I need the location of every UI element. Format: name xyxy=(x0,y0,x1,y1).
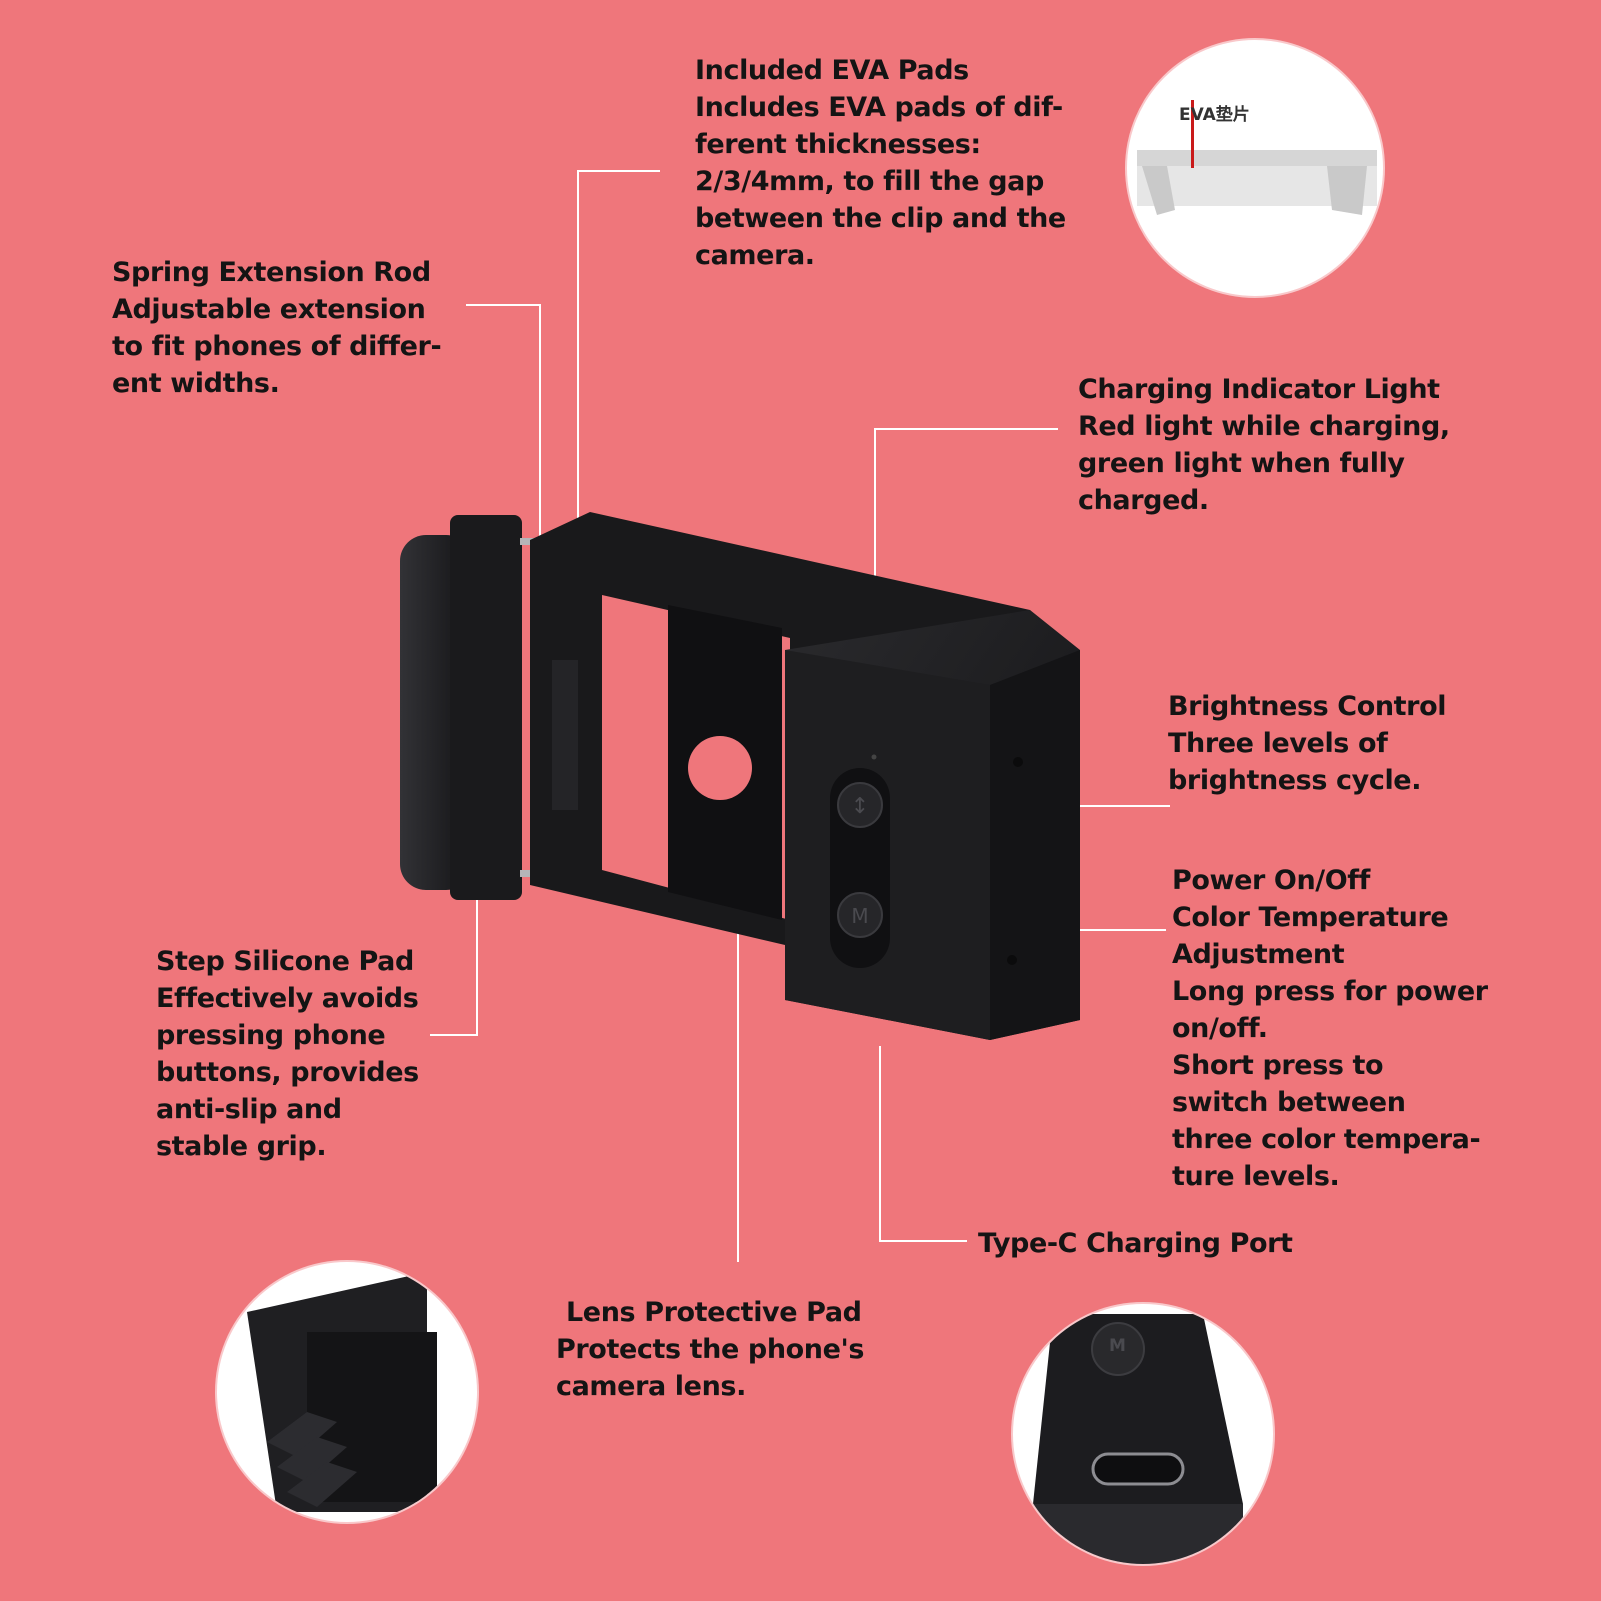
leader-steppad-vertical xyxy=(476,886,478,1036)
callout-step-pad: Step Silicone Pad Effectively avoids pre… xyxy=(156,943,419,1165)
step-silicone-pad-closeup-icon xyxy=(247,1272,437,1512)
callout-type-c: Type-C Charging Port xyxy=(978,1225,1293,1262)
eva-line-1: Includes EVA pads of dif- xyxy=(695,92,1063,123)
spring-line-3: ent widths. xyxy=(112,368,280,399)
eva-line-2: ferent thicknesses: xyxy=(695,129,981,160)
lens-pad-line-1: Protects the phone's xyxy=(556,1334,865,1365)
charging-light-line-3: charged. xyxy=(1078,485,1209,516)
power-line-2: Adjustment xyxy=(1172,939,1345,970)
brightness-line-2: brightness cycle. xyxy=(1168,765,1422,796)
step-pad-title: Step Silicone Pad xyxy=(156,946,414,977)
screw-bottom xyxy=(1007,955,1017,965)
eva-line-3: 2/3/4mm, to fill the gap xyxy=(695,166,1044,197)
inset-step-pad xyxy=(217,1262,477,1522)
power-line-5: Short press to xyxy=(1172,1050,1384,1081)
power-title: Power On/Off xyxy=(1172,865,1370,896)
leader-spring-horizontal xyxy=(466,304,541,306)
leader-light-horizontal xyxy=(874,428,1058,430)
left-grip-inner xyxy=(450,515,522,900)
step-pad-line-5: stable grip. xyxy=(156,1131,327,1162)
leader-typec-vertical xyxy=(879,1046,881,1242)
type-c-title: Type-C Charging Port xyxy=(978,1228,1293,1259)
power-line-4: on/off. xyxy=(1172,1013,1268,1044)
eva-line-4: between the clip and the xyxy=(695,203,1066,234)
brightness-line-1: Three levels of xyxy=(1168,728,1388,759)
leader-spring-vertical xyxy=(539,304,541,554)
mode-button[interactable] xyxy=(837,892,883,938)
callout-lens-pad: Lens Protective Pad Protects the phone's… xyxy=(556,1294,864,1405)
lens-pad-title: Lens Protective Pad xyxy=(566,1297,862,1328)
port-inset-button-glyph: M xyxy=(1109,1336,1126,1356)
type-c-port-closeup-icon xyxy=(1033,1314,1243,1564)
leader-lens-vertical xyxy=(737,870,739,1262)
step-pad-line-1: Effectively avoids xyxy=(156,983,419,1014)
leader-eva-vertical xyxy=(577,170,579,666)
mode-button-glyph: M xyxy=(851,904,868,928)
power-line-7: three color tempera- xyxy=(1172,1124,1481,1155)
screw-top xyxy=(1013,757,1023,767)
power-line-3: Long press for power xyxy=(1172,976,1488,1007)
inset-type-c-port: M xyxy=(1013,1304,1273,1564)
eva-pad-label: EVA垫片 xyxy=(1179,105,1250,125)
eva-pad-strip xyxy=(552,660,578,810)
callout-brightness: Brightness Control Three levels of brigh… xyxy=(1168,688,1446,799)
charging-indicator-light xyxy=(871,754,877,760)
step-pad-line-2: pressing phone xyxy=(156,1020,386,1051)
eva-line-5: camera. xyxy=(695,240,815,271)
charging-light-line-2: green light when fully xyxy=(1078,448,1405,479)
phone-clip-fill-light-icon: ↕ M xyxy=(400,512,1080,1040)
light-head-side xyxy=(990,650,1080,1040)
eva-pad-closeup-icon xyxy=(1137,100,1377,215)
step-pad-line-3: buttons, provides xyxy=(156,1057,419,1088)
inset-eva-pad: EVA垫片 xyxy=(1127,40,1383,296)
charging-light-title: Charging Indicator Light xyxy=(1078,374,1440,405)
leader-steppad-horizontal xyxy=(430,1034,478,1036)
lens-hole xyxy=(688,736,752,800)
callout-spring-rod: Spring Extension Rod Adjustable extensio… xyxy=(112,254,442,402)
eva-title: Included EVA Pads xyxy=(695,55,969,86)
callout-charging-light: Charging Indicator Light Red light while… xyxy=(1078,371,1450,519)
callout-eva-pads: Included EVA Pads Includes EVA pads of d… xyxy=(695,52,1066,274)
power-line-1: Color Temperature xyxy=(1172,902,1449,933)
spring-line-2: to fit phones of differ- xyxy=(112,331,442,362)
spring-line-1: Adjustable extension xyxy=(112,294,426,325)
spring-title: Spring Extension Rod xyxy=(112,257,431,288)
power-line-6: switch between xyxy=(1172,1087,1406,1118)
leader-eva-horizontal xyxy=(577,170,660,172)
brightness-button[interactable] xyxy=(837,782,883,828)
power-line-8: ture levels. xyxy=(1172,1161,1340,1192)
charging-light-line-1: Red light while charging, xyxy=(1078,411,1450,442)
brightness-title: Brightness Control xyxy=(1168,691,1447,722)
lens-pad-line-2: camera lens. xyxy=(556,1371,746,1402)
step-pad-line-4: anti-slip and xyxy=(156,1094,342,1125)
brightness-button-glyph: ↕ xyxy=(851,794,869,819)
callout-power: Power On/Off Color Temperature Adjustmen… xyxy=(1172,862,1488,1195)
leader-typec-horizontal xyxy=(879,1240,967,1242)
